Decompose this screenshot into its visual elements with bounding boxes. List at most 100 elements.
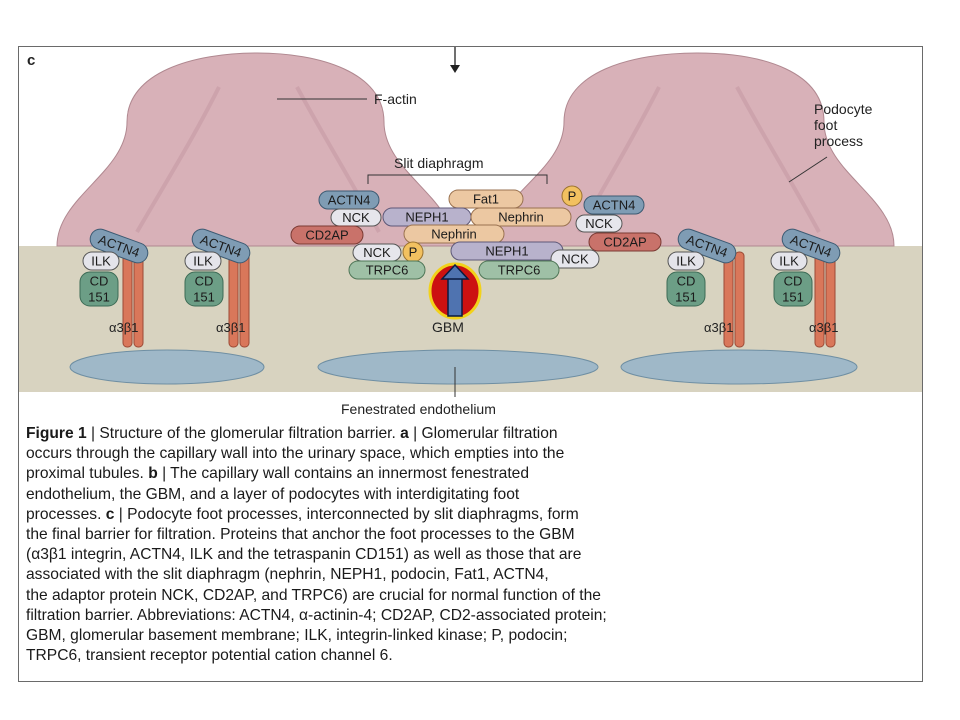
caption-run: the adaptor protein NCK, CD2AP, and TRPC…: [26, 586, 601, 604]
caption-run: (α3β1 integrin, ACTN4, ILK and the tetra…: [26, 546, 582, 564]
caption-bold-run: c: [105, 505, 115, 523]
nck-pill: [550, 249, 600, 269]
ilk-text: ILK: [779, 254, 799, 269]
trpc6-text: TRPC6: [366, 263, 409, 278]
nck-text: NCK: [561, 252, 589, 267]
podocyte-label-3: process: [814, 133, 863, 149]
nck-text: NCK: [585, 216, 613, 231]
nck-pill: [575, 214, 623, 233]
caption-line: filtration barrier. Abbreviations: ACTN4…: [26, 606, 906, 626]
podocin-p: [561, 185, 583, 207]
integrin-label: α3β1: [109, 320, 138, 335]
panel-label: c: [27, 52, 35, 69]
neph1-text: NEPH1: [405, 210, 448, 225]
integrin-label: α3β1: [809, 320, 838, 335]
neph1-text: NEPH1: [485, 244, 528, 259]
caption-line: associated with the slit diaphragm (neph…: [26, 565, 906, 585]
trpc6-pill: [478, 260, 560, 280]
p-text: P: [568, 189, 577, 204]
nck-text: NCK: [342, 210, 370, 225]
integrin-cluster: ACTN4 ILK CD 151 α3β1: [666, 228, 745, 348]
caption-line: Figure 1 | Structure of the glomerular f…: [26, 424, 906, 444]
nephrin-pill: [403, 224, 505, 244]
fat1-text: Fat1: [473, 192, 499, 207]
nck-text: NCK: [363, 245, 391, 260]
cd2ap-pill: [290, 225, 364, 245]
p-text: P: [409, 245, 418, 260]
nephrin-pill: [470, 207, 572, 227]
integrin-cluster: ACTN4 ILK CD 151 α3β1: [184, 228, 251, 348]
actn4-pill: [781, 228, 841, 264]
gbm-label: GBM: [432, 319, 464, 335]
cd151-pill: [773, 271, 813, 307]
cd-text: CD: [195, 274, 214, 289]
cd151-pill: [184, 271, 224, 307]
slit-diaphragm-complex: ACTN4 Fat1 P ACTN4 NCK NEPH1 Nephrin NCK…: [290, 185, 662, 280]
trpc6-text: TRPC6: [498, 263, 541, 278]
caption-run: | Podocyte foot processes, interconnecte…: [114, 505, 579, 523]
flow-arrowhead: [450, 65, 460, 73]
caption-line: the final barrier for filtration. Protei…: [26, 525, 906, 545]
podocyte-label-1: Podocyte: [814, 101, 873, 117]
caption-run: TRPC6, transient receptor potential cati…: [26, 647, 393, 665]
caption-line: (α3β1 integrin, ACTN4, ILK and the tetra…: [26, 545, 906, 565]
caption-run: GBM, glomerular basement membrane; ILK, …: [26, 627, 568, 645]
fenestrated-label: Fenestrated endothelium: [341, 401, 496, 417]
caption-line: proximal tubules. b | The capillary wall…: [26, 464, 906, 484]
cd151-pill: [79, 271, 119, 307]
endothelium-cell-right: [620, 349, 858, 385]
caption-run: proximal tubules.: [26, 465, 149, 483]
ilk-text: ILK: [91, 254, 111, 269]
trpc6-pill: [348, 260, 426, 280]
caption-run: filtration barrier. Abbreviations: ACTN4…: [26, 606, 607, 624]
actin-filament: [135, 86, 221, 234]
figure-caption: Figure 1 | Structure of the glomerular f…: [26, 424, 906, 666]
cd151-pill: [666, 271, 706, 307]
actin-filament: [735, 86, 821, 233]
caption-bold-run: Figure 1: [26, 425, 87, 442]
n151-text: 151: [193, 290, 215, 305]
podocyte-leader: [788, 156, 828, 183]
caption-line: TRPC6, transient receptor potential cati…: [26, 646, 906, 666]
caption-line: GBM, glomerular basement membrane; ILK, …: [26, 626, 906, 646]
integrin-label: α3β1: [704, 320, 733, 335]
caption-line: endothelium, the GBM, and a layer of pod…: [26, 485, 906, 505]
caption-line: processes. c | Podocyte foot processes, …: [26, 505, 906, 525]
caption-run: associated with the slit diaphragm (neph…: [26, 566, 549, 584]
actn4-text: ACTN4: [593, 198, 636, 213]
figure-frame: c F-actin Podocyte foot process Slit dia…: [18, 46, 923, 682]
slit-diaphragm-label: Slit diaphragm: [394, 155, 484, 171]
caption-bold-run: a: [400, 425, 409, 442]
cd-text: CD: [90, 274, 109, 289]
ilk-pill: [184, 251, 222, 271]
n151-text: 151: [782, 290, 804, 305]
nephrin-text: Nephrin: [498, 210, 544, 225]
cd2ap-pill: [588, 232, 662, 252]
endothelium-cell-middle: [317, 349, 599, 385]
caption-line: occurs through the capillary wall into t…: [26, 444, 906, 464]
ilk-text: ILK: [676, 254, 696, 269]
caption-run: processes.: [26, 505, 106, 523]
ilk-pill: [770, 251, 808, 271]
actn4-pill: [677, 228, 737, 264]
caption-run: endothelium, the GBM, and a layer of pod…: [26, 485, 520, 503]
caption-line: the adaptor protein NCK, CD2AP, and TRPC…: [26, 586, 906, 606]
caption-run: the final barrier for filtration. Protei…: [26, 526, 575, 544]
integrin-label: α3β1: [216, 320, 245, 335]
caption-run: | Glomerular filtration: [408, 425, 558, 442]
cd2ap-text: CD2AP: [305, 228, 348, 243]
f-actin-label: F-actin: [374, 91, 417, 107]
endothelium-cell-left: [69, 349, 265, 385]
integrin-cluster: ACTN4 ILK CD 151 α3β1: [770, 228, 841, 348]
actn4-pill: [583, 195, 645, 215]
filtration-arrow-shaft: [447, 277, 463, 317]
caption-bold-run: b: [148, 465, 158, 483]
integrin-bar: [734, 251, 745, 348]
caption-run: occurs through the capillary wall into t…: [26, 445, 565, 463]
n151-text: 151: [88, 290, 110, 305]
caption-run: | Structure of the glomerular filtration…: [86, 425, 401, 442]
slit-diaphragm-bracket: [367, 174, 548, 184]
cd-text: CD: [784, 274, 803, 289]
podocyte-label-2: foot: [814, 117, 837, 133]
filtration-arrow-head: [440, 263, 470, 280]
